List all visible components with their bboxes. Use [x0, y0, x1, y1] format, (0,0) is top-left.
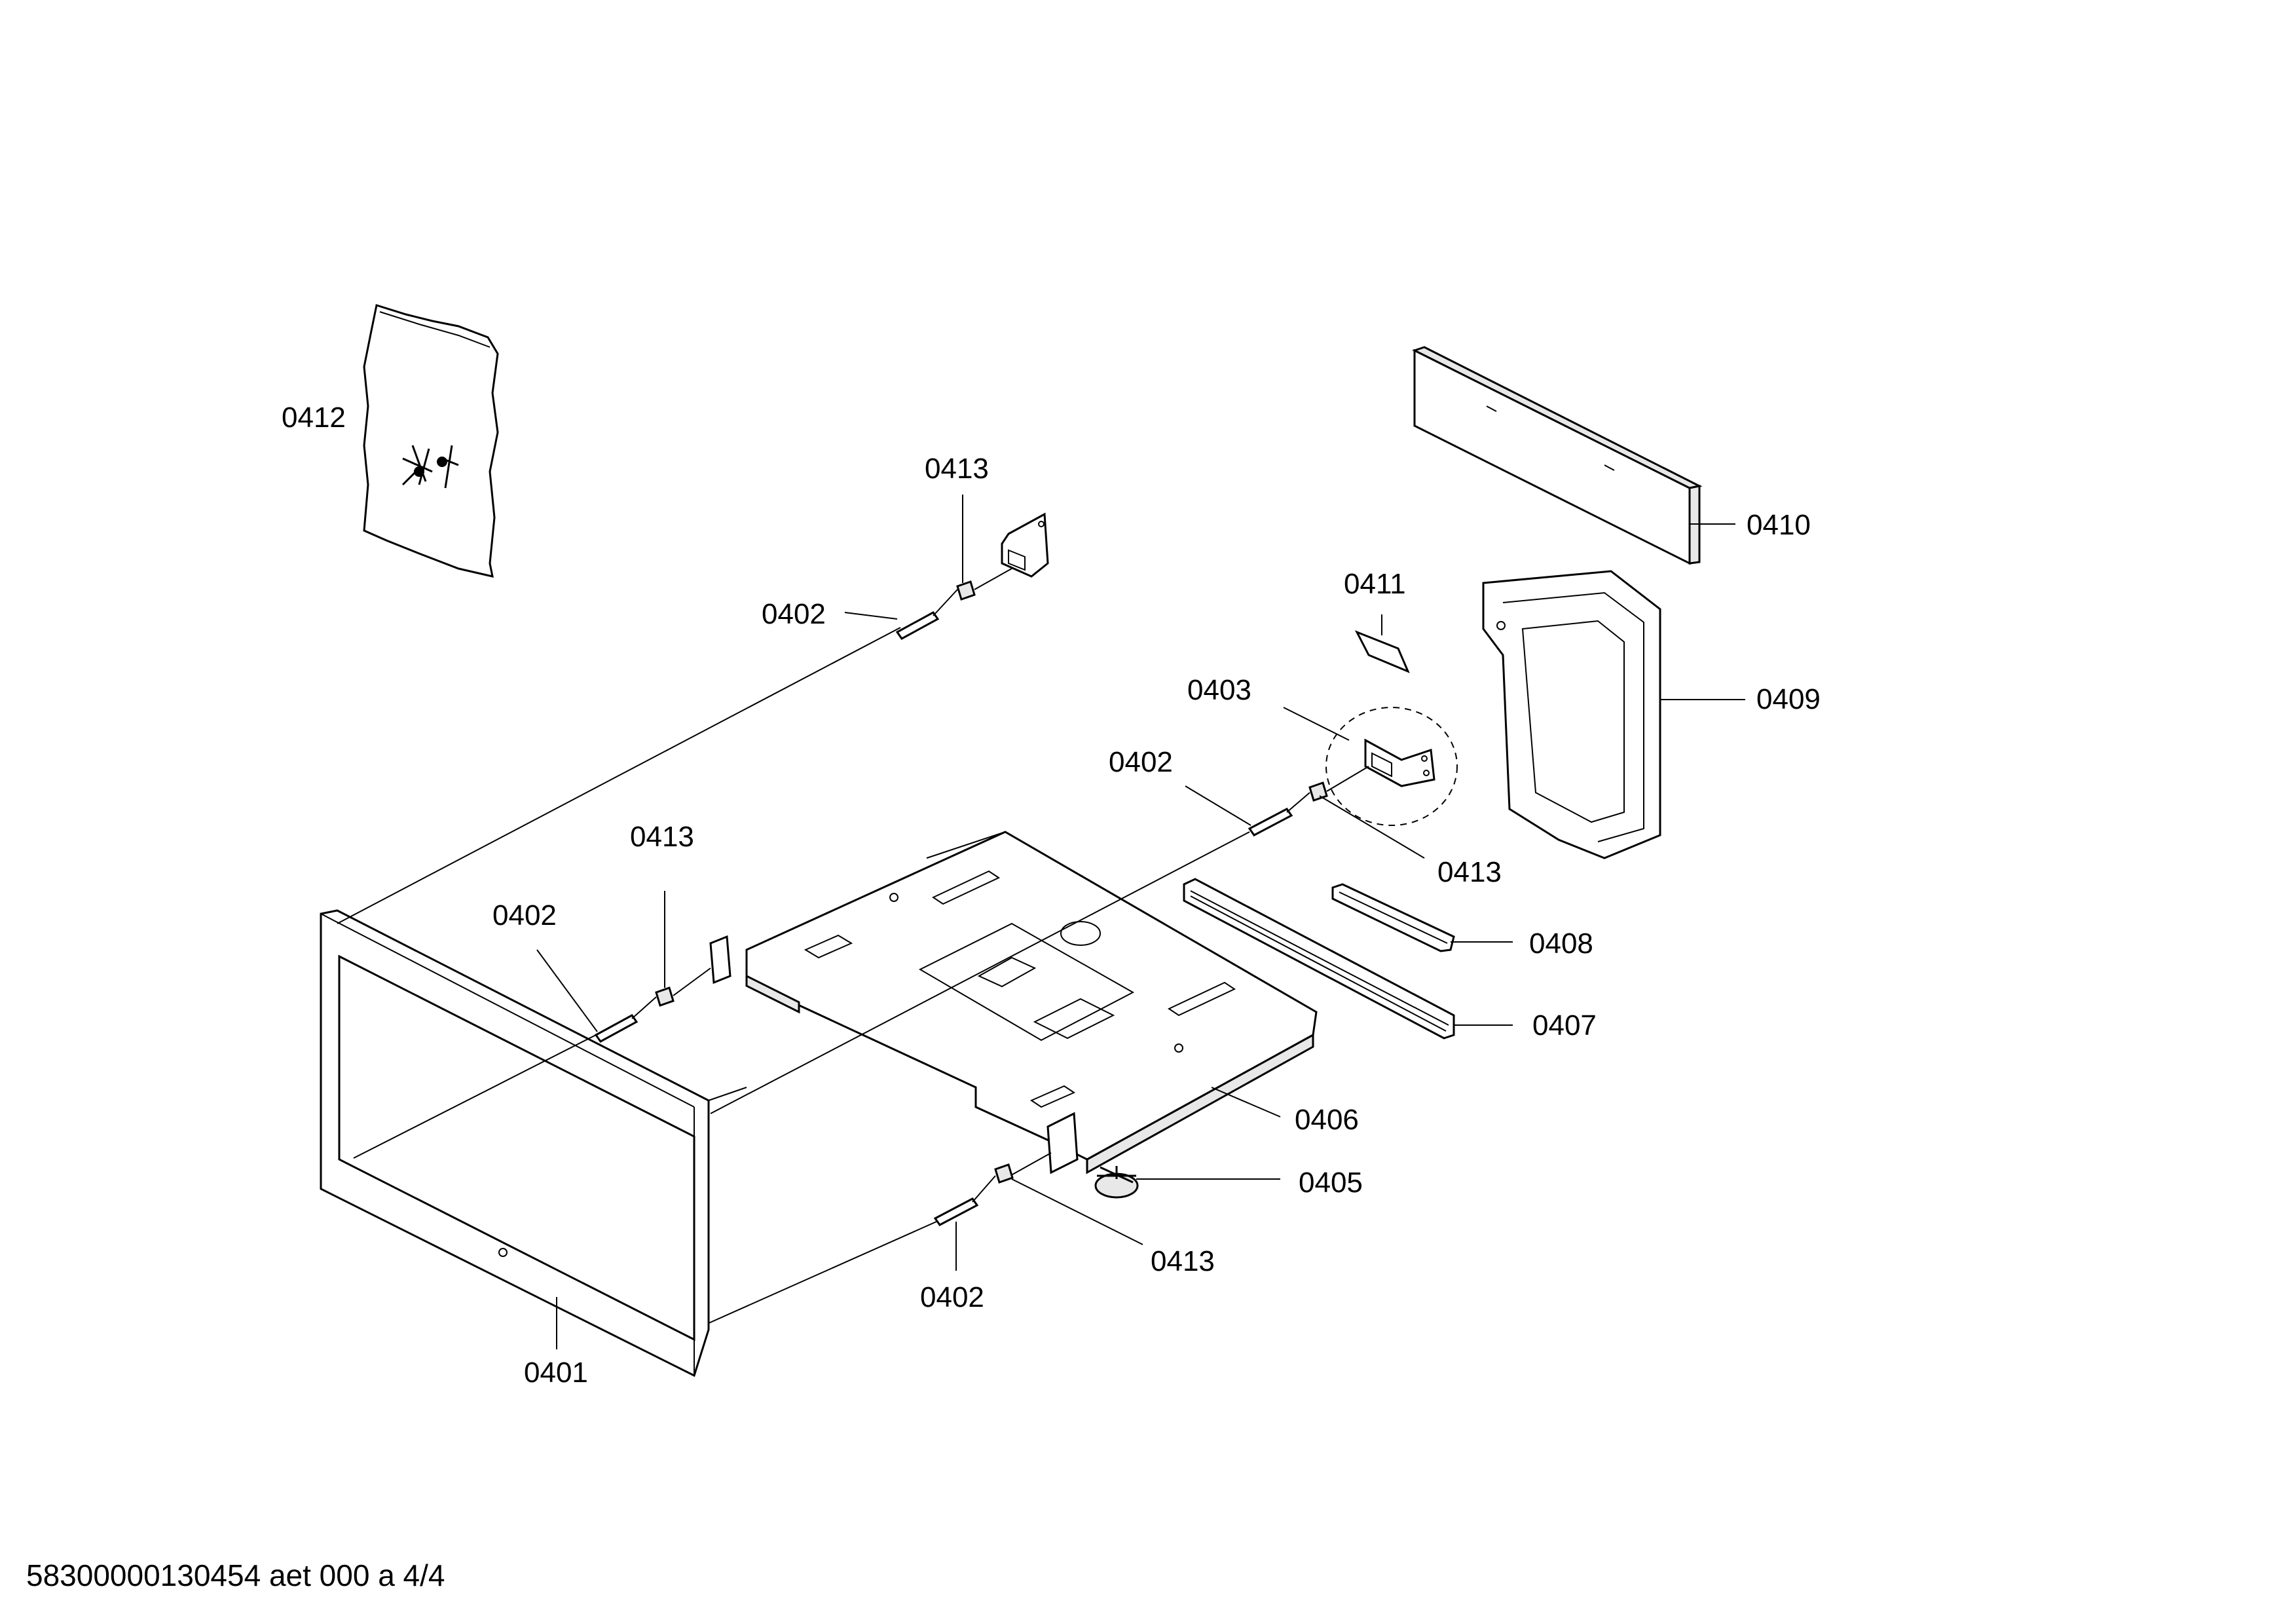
- label-0402-left: 0402: [492, 899, 557, 931]
- clip-left-part: [655, 986, 675, 1007]
- clip-top-part: [956, 580, 976, 601]
- label-0411: 0411: [1344, 568, 1406, 600]
- bracket-assembly-part: [1325, 707, 1458, 826]
- pin-left-part: [594, 1014, 639, 1043]
- label-0413-left: 0413: [630, 821, 694, 853]
- label-0409: 0409: [1756, 683, 1821, 715]
- base-plate-part: [709, 831, 1318, 1174]
- small-plate-part: [1354, 630, 1410, 673]
- label-0405: 0405: [1299, 1167, 1363, 1199]
- label-0402-mid-right: 0402: [1109, 746, 1173, 778]
- label-0410: 0410: [1747, 509, 1811, 541]
- air-duct-part: [1482, 570, 1661, 859]
- rotary-knob-part: [1094, 1166, 1139, 1199]
- screw-bag-part: [363, 304, 499, 578]
- label-0406: 0406: [1295, 1104, 1359, 1136]
- pin-bottom-part: [933, 1197, 979, 1226]
- short-strip-part: [1331, 883, 1455, 952]
- label-0413-bottom: 0413: [1151, 1245, 1215, 1277]
- long-grille-strip-part: [1183, 878, 1455, 1040]
- document-id-footer: 58300000130454 aet 000 a 4/4: [26, 1558, 445, 1592]
- label-0413-top: 0413: [925, 453, 989, 485]
- cover-panel-part: [1412, 346, 1703, 565]
- label-0412: 0412: [282, 402, 346, 434]
- assembly-lines: [631, 568, 1369, 1203]
- label-0403: 0403: [1187, 674, 1251, 706]
- leader-lines: [536, 495, 1745, 1349]
- label-0402-top: 0402: [762, 598, 826, 630]
- screws-icon: [401, 445, 459, 489]
- clip-bottom-part: [994, 1163, 1014, 1184]
- top-bracket-part: [1001, 512, 1049, 578]
- clip-right-part: [1308, 781, 1328, 802]
- front-frame-part: [320, 627, 937, 1378]
- label-0401: 0401: [524, 1357, 588, 1389]
- label-0402-bottom: 0402: [920, 1281, 984, 1313]
- pin-mid-right-part: [1248, 808, 1293, 836]
- part-labels: 0412 0413 0402 0410 0411 0409 0403 0402 …: [282, 402, 1821, 1389]
- label-0413-right: 0413: [1437, 856, 1502, 888]
- label-0408: 0408: [1529, 928, 1593, 960]
- label-0407: 0407: [1532, 1009, 1597, 1042]
- pin-top-part: [895, 611, 940, 640]
